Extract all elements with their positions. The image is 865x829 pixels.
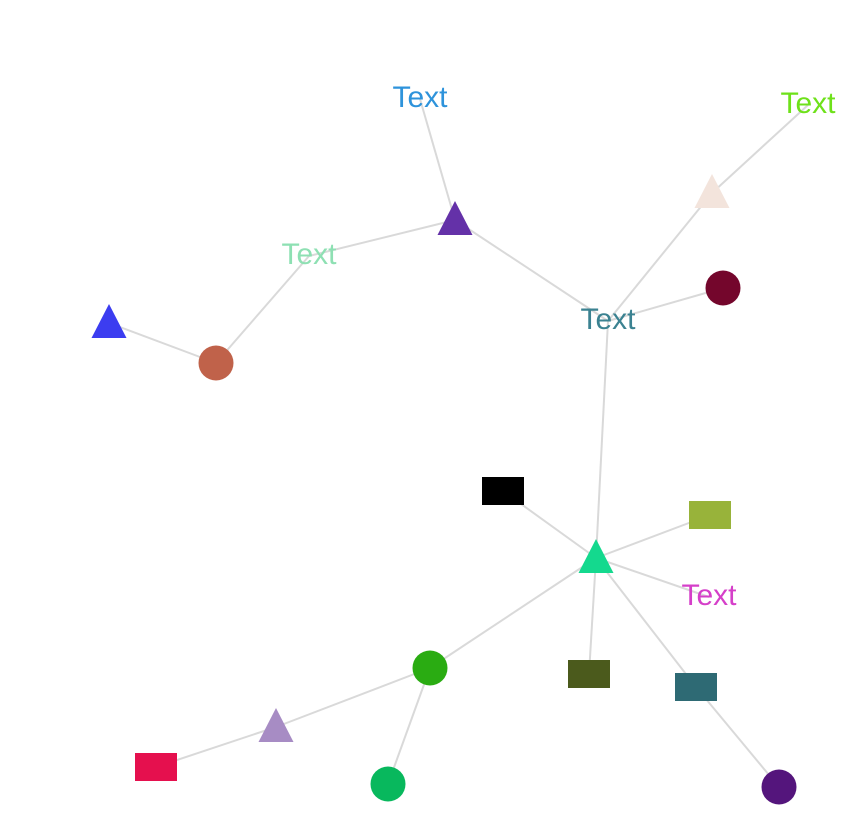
edge-n3-n7 [454,219,609,322]
rect-node [135,753,177,781]
text-node: Text [580,303,636,336]
triangle-node [437,201,473,235]
edge-n2-n4 [711,104,809,194]
edge-n14-n19 [387,667,431,785]
rect-node [689,501,731,529]
edge-n3-n5 [308,219,456,257]
edge-n15-n12 [588,557,597,675]
edge-n4-n7 [607,192,713,322]
circle-node [761,769,797,805]
rect-node [568,660,610,688]
edge-n16-n12 [595,557,697,688]
triangle-node [91,304,127,338]
circle-node [705,270,741,306]
text-node: Text [681,579,737,612]
edge-n7-n12 [595,320,609,559]
text-node: Text [392,81,448,114]
edge-n5-n9 [215,255,310,364]
triangle-node [694,174,730,208]
edge-n13-n12 [595,557,710,598]
edge-n6-n7 [607,287,724,322]
edge-n14-n17 [275,667,431,728]
edge-n14-n12 [429,557,597,669]
rect-node [675,673,717,701]
circle-node [198,345,234,381]
edge-n16-n20 [695,686,780,788]
rect-node [482,477,524,505]
text-node: Text [780,87,836,120]
edge-n1-n3 [419,98,456,221]
text-node: Text [281,238,337,271]
edge-n8-n9 [108,322,217,364]
circle-node [370,766,406,802]
triangle-node [578,539,614,573]
triangle-node [258,708,294,742]
circle-node [412,650,448,686]
